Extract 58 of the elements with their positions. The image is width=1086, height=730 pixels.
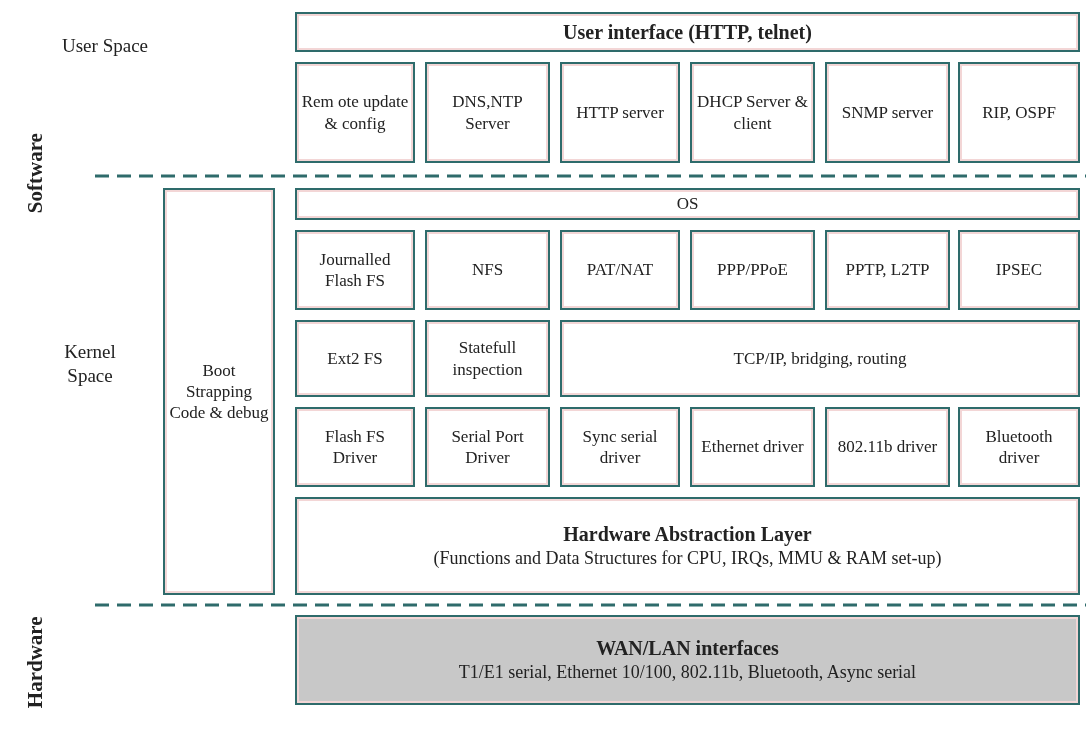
- layer-label: Software: [21, 132, 48, 216]
- layer-label: Hardware: [21, 618, 48, 709]
- layer-box: [825, 407, 950, 487]
- box-title: NFS: [471, 259, 504, 281]
- layer-box: [958, 407, 1080, 487]
- layer-box: [560, 320, 1080, 397]
- layer-box: [825, 62, 950, 163]
- box-title: PPTP, L2TP: [845, 259, 930, 281]
- layer-box: [295, 62, 415, 163]
- box-title: OS: [676, 193, 699, 215]
- layer-box: [690, 230, 815, 310]
- box-title: Sync serial driver: [581, 425, 659, 469]
- layer-box: [295, 407, 415, 487]
- box-title: User interface (HTTP, telnet): [563, 19, 812, 45]
- box-title: Rem ote update & config: [301, 91, 409, 134]
- layer-box: [425, 62, 550, 163]
- box-title: SNMP server: [841, 101, 934, 124]
- layer-box: [295, 188, 1080, 220]
- layer-box: [163, 188, 275, 595]
- box-title: Ext2 FS: [327, 347, 383, 370]
- box-title: Statefull inspection: [451, 337, 524, 380]
- box-title: Ethernet driver: [701, 436, 804, 458]
- box-title: WAN/LAN interfaces: [596, 636, 779, 662]
- box-title: Hardware Abstraction Layer: [563, 522, 812, 548]
- layer-box: [690, 62, 815, 163]
- box-title: PPP/PPoE: [717, 259, 788, 281]
- box-title: HTTP server: [576, 101, 664, 124]
- layer-box: [295, 497, 1080, 595]
- layer-box: [825, 230, 950, 310]
- layer-box: [295, 320, 415, 397]
- layer-box: [690, 407, 815, 487]
- box-title: DNS,NTP Server: [451, 91, 524, 134]
- layer-box: [560, 407, 680, 487]
- layer-box: [560, 230, 680, 310]
- layer-box: [958, 230, 1080, 310]
- box-title: Flash FS Driver: [324, 425, 386, 469]
- box-title: IPSEC: [995, 259, 1043, 281]
- layer-box: [958, 62, 1080, 163]
- layer-box: [425, 407, 550, 487]
- layer-label: Kernel Space: [63, 340, 117, 388]
- layer-box: [425, 230, 550, 310]
- box-title: Serial Port Driver: [450, 425, 525, 469]
- box-title: RIP, OSPF: [982, 101, 1056, 124]
- layer-box: [425, 320, 550, 397]
- layer-box: [295, 12, 1080, 52]
- box-title: Boot Strapping Code & debug: [169, 359, 269, 424]
- box-subtitle: T1/E1 serial, Ethernet 10/100, 802.11b, Bluetooth, Async serial: [458, 661, 917, 684]
- box-title: Journalled Flash FS: [318, 248, 392, 292]
- box-subtitle: (Functions and Data Structures for CPU, IRQs, MMU & RAM set-up): [433, 547, 942, 570]
- box-title: 802.11b driver: [837, 436, 938, 458]
- layer-box: [295, 230, 415, 310]
- box-title: Bluetooth driver: [984, 425, 1054, 469]
- box-title: PAT/NAT: [586, 259, 654, 281]
- layer-box: [295, 615, 1080, 705]
- box-title: TCP/IP, bridging, routing: [733, 347, 907, 370]
- box-title: DHCP Server & client: [696, 91, 809, 134]
- layer-box: [560, 62, 680, 163]
- layer-label: User Space: [61, 34, 149, 58]
